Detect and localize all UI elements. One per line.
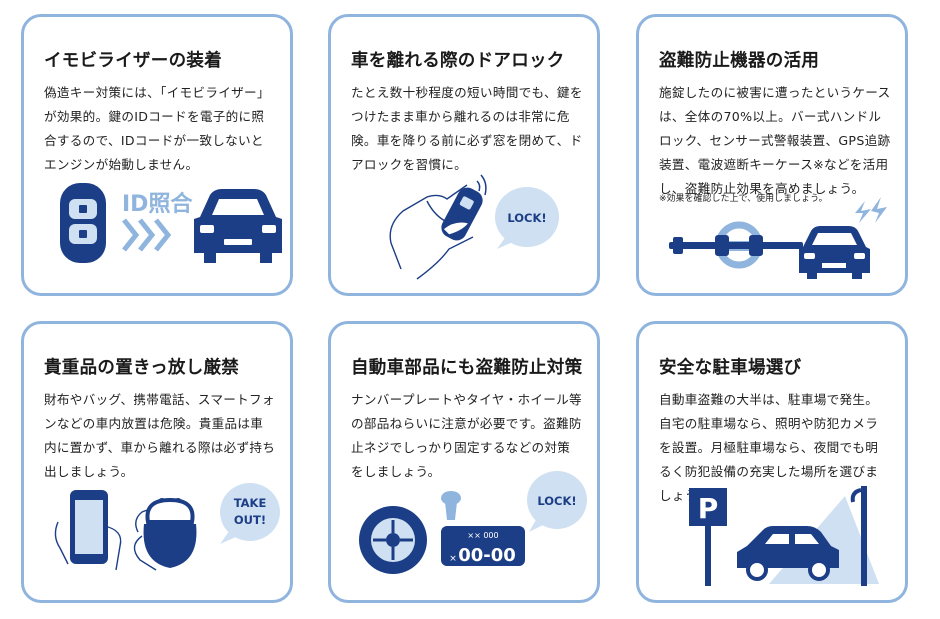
anti-theft-illustration <box>669 197 887 279</box>
card-title: 貴重品の置きっ放し厳禁 <box>44 358 240 378</box>
plate-top-text: ×× 000 <box>467 531 498 540</box>
hand-with-key-icon <box>389 174 487 280</box>
smart-key-icon <box>60 183 106 263</box>
card-parking: 安全な駐車場選び 自動車盗難の大半は、駐車場で発生。自宅の駐車場なら、照明や防犯… <box>636 321 908 603</box>
speech-bubble-icon: LOCK! <box>527 471 587 532</box>
card-parts: 自動車部品にも盗難防止対策 ナンバープレートやタイヤ・ホイール等の部品ねらいに注… <box>328 321 600 603</box>
card-body: 偽造キー対策には、「イモビライザー」が効果的。鍵のIDコードを電子的に照合するの… <box>44 85 270 172</box>
tire-icon <box>359 506 427 574</box>
car-side-icon <box>737 526 839 581</box>
card-body: ナンバープレートやタイヤ・ホイール等の部品ねらいに注意が必要です。盗難防止ネジで… <box>351 392 582 479</box>
parking-sign-letter: P <box>698 492 719 525</box>
parking-illustration: P <box>689 486 879 586</box>
speech-bubble-icon: LOCK! <box>495 187 559 249</box>
card-anti-theft-devices: 盗難防止機器の活用 施錠したのに被害に遭ったというケースは、全体の70%以上。バ… <box>636 14 908 296</box>
card-body: たとえ数十秒程度の短い時間でも、鍵をつけたまま車から離れるのは非常に危険。車を降… <box>351 85 583 172</box>
card-body: 自動車盗難の大半は、駐車場で発生。自宅の駐車場なら、照明や防犯カメラを設置。月極… <box>659 392 879 503</box>
speech-bubble-icon: TAKE OUT! <box>220 483 280 544</box>
plate-number-text: 00-00 <box>458 545 516 566</box>
card-title: 安全な駐車場選び <box>659 358 802 378</box>
card-immobilizer: イモビライザーの装着 偽造キー対策には、「イモビライザー」が効果的。鍵のIDコー… <box>21 14 293 296</box>
card-title: 車を離れる際のドアロック <box>351 51 565 71</box>
bubble-take-text: TAKE <box>234 496 267 510</box>
card-door-lock: 車を離れる際のドアロック たとえ数十秒程度の短い時間でも、鍵をつけたまま車から離… <box>328 14 600 296</box>
license-plate-icon: ×× 000 × 00-00 <box>441 526 525 566</box>
card-body: 施錠したのに被害に遭ったというケースは、全体の70%以上。バー式ハンドルロック、… <box>659 85 891 196</box>
bubble-lock-text: LOCK! <box>507 211 546 225</box>
car-alarm-icon <box>799 197 887 279</box>
purse-icon <box>133 497 197 571</box>
plate-prefix-text: × <box>449 554 457 564</box>
bubble-out-text: OUT! <box>234 513 266 527</box>
card-title: 盗難防止機器の活用 <box>659 51 820 71</box>
card-title: イモビライザーの装着 <box>44 51 222 71</box>
bolt-icon <box>441 491 461 520</box>
parking-sign-icon: P <box>689 488 727 586</box>
card-note: ※効果を確認した上で、使用しましょう。 <box>659 194 828 204</box>
card-title: 自動車部品にも盗難防止対策 <box>351 358 583 378</box>
door-lock-illustration: LOCK! <box>389 174 559 280</box>
parts-illustration: ×× 000 × 00-00 LOCK! <box>359 471 587 574</box>
id-match-label: ID照合 <box>122 191 193 217</box>
immobilizer-illustration: ID照合 <box>60 183 282 263</box>
card-valuables: 貴重品の置きっ放し厳禁 財布やバッグ、携帯電話、スマートフォンなどの車内放置は危… <box>21 321 293 603</box>
card-body: 財布やバッグ、携帯電話、スマートフォンなどの車内放置は危険。貴重品は車内に置かず… <box>44 392 276 479</box>
valuables-illustration: TAKE OUT! <box>54 483 280 571</box>
bubble-lock-text: LOCK! <box>537 494 576 508</box>
arrows-icon <box>122 218 172 252</box>
car-front-icon <box>194 189 282 263</box>
smartphone-icon <box>54 490 122 571</box>
steering-lock-icon <box>669 221 803 269</box>
